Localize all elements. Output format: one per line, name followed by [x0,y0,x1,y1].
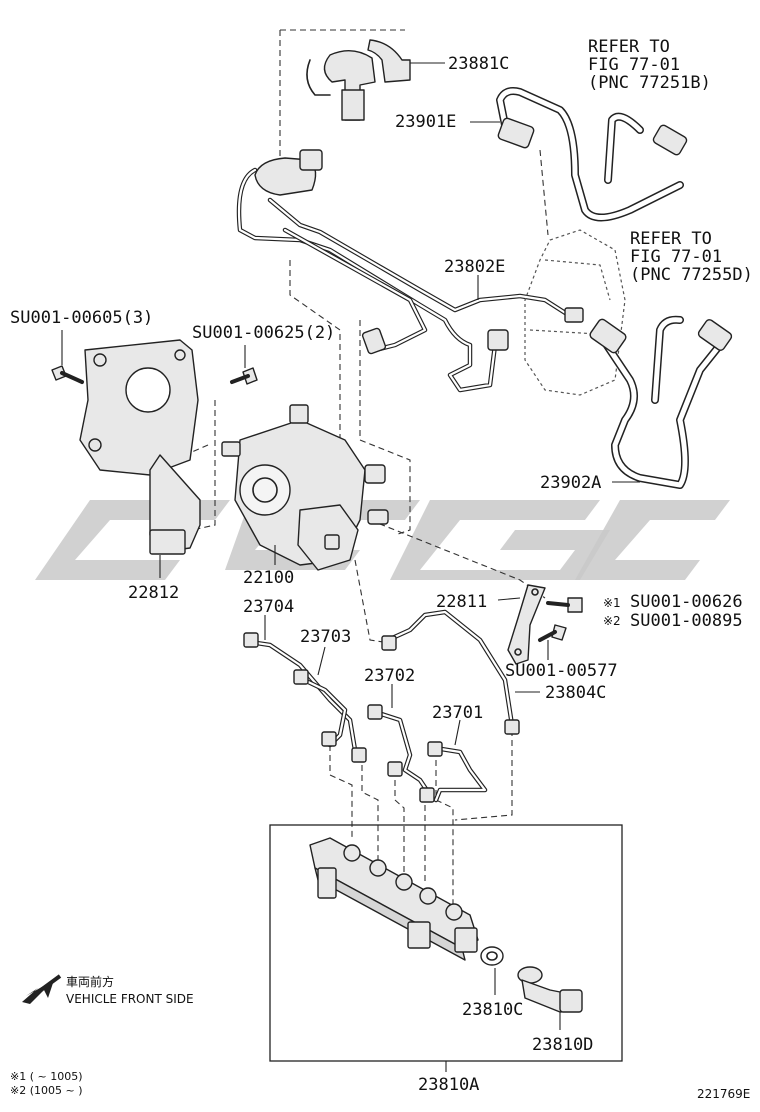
reference-2-line-2: FIG 77-01 [630,247,722,267]
front-note-jp: 車両前方 [66,974,114,989]
bolt-su001-00625 [230,345,258,385]
label-23810c: 23810C [462,1000,523,1020]
label-su001-00625: SU001-00625(2) [192,323,335,343]
reference-1-line-3: (PNC 77251B) [588,73,711,93]
label-23703: 23703 [300,627,351,647]
fuel-pipe-23802e [236,149,584,393]
figure-code: 221769E [697,1087,750,1101]
injection-pipe-23702 [367,684,435,803]
label-22812: 22812 [128,583,179,603]
common-rail-box [269,824,623,1072]
reference-2-line-3: (PNC 77255D) [630,265,753,285]
label-su001-00626: SU001-00626 [630,592,743,612]
fuel-filter-ghost [524,229,626,396]
reference-2-line-1: REFER TO [630,229,712,249]
injection-pipe-23804c [381,609,540,735]
injection-pipe-23703 [293,646,367,763]
label-23704: 23704 [243,597,294,617]
label-23810d: 23810D [532,1035,593,1055]
bolt-su001-00577 [538,624,567,660]
label-mark-1: ※1 [603,596,621,610]
injection-pipe-23701 [427,719,488,803]
bolt-su001-00605 [51,330,84,384]
supply-pump-22100 [221,404,389,571]
label-23810a: 23810A [418,1075,479,1095]
label-23701: 23701 [432,703,483,723]
label-23901e: 23901E [395,112,456,132]
bolt-su001-00626 [546,597,583,613]
front-note-en: VEHICLE FRONT SIDE [66,992,194,1006]
label-23702: 23702 [364,666,415,686]
gasket-23810c [480,946,504,995]
footnote-2: ※2 (1005 ~ ) [10,1084,83,1097]
label-23802e: 23802E [444,257,505,277]
label-su001-00577: SU001-00577 [505,661,618,681]
footnote-1: ※1 ( ~ 1005) [10,1070,83,1083]
clip-23881c [306,39,445,121]
hose-23901e [470,87,688,222]
label-22100: 22100 [243,568,294,588]
sensor-23810d [517,966,583,1030]
bracket-22812 [79,339,201,578]
label-22811: 22811 [436,592,487,612]
reference-1-line-2: FIG 77-01 [588,55,680,75]
common-rail-23810a [309,837,479,961]
label-23881c: 23881C [448,54,509,74]
injection-pipe-23704 [243,615,358,753]
reference-1-line-1: REFER TO [588,37,670,57]
label-23902a: 23902A [540,473,601,493]
hose-23902a [589,315,733,489]
label-su001-00605: SU001-00605(3) [10,308,153,328]
label-23804c: 23804C [545,683,606,703]
bracket-22811 [497,584,546,665]
label-su001-00895: SU001-00895 [630,611,743,631]
front-direction-arrow-icon [22,974,62,1004]
label-mark-2: ※2 [603,614,621,628]
